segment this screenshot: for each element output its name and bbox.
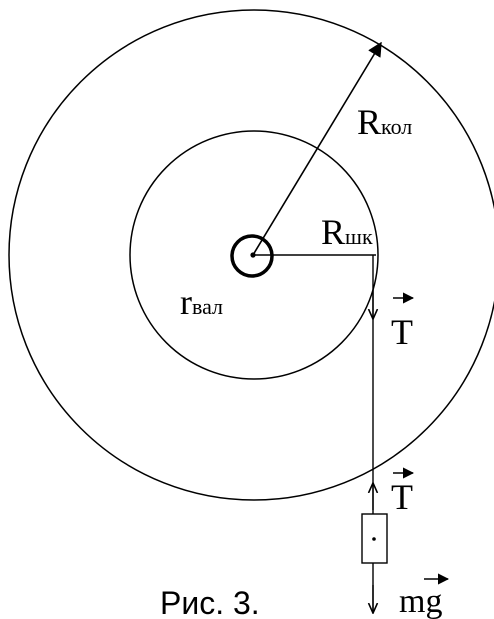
- outer-wheel-circle: [8, 9, 494, 501]
- figure-caption: Рис. 3.: [160, 585, 260, 619]
- pulley-circle: [129, 130, 379, 380]
- outer-radius-arrow: [252, 41, 382, 256]
- outer-radius-label: Rкол: [357, 102, 412, 142]
- shaft-radius-label: rвал: [180, 282, 223, 322]
- pulley-radius-label: Rшк: [321, 212, 373, 252]
- weight-label: mg: [399, 583, 442, 619]
- load-center-dot: [372, 537, 376, 541]
- shaft-circle: [230, 234, 274, 278]
- tension-label-lower: T: [391, 477, 413, 517]
- tension-label-upper: T: [391, 312, 413, 352]
